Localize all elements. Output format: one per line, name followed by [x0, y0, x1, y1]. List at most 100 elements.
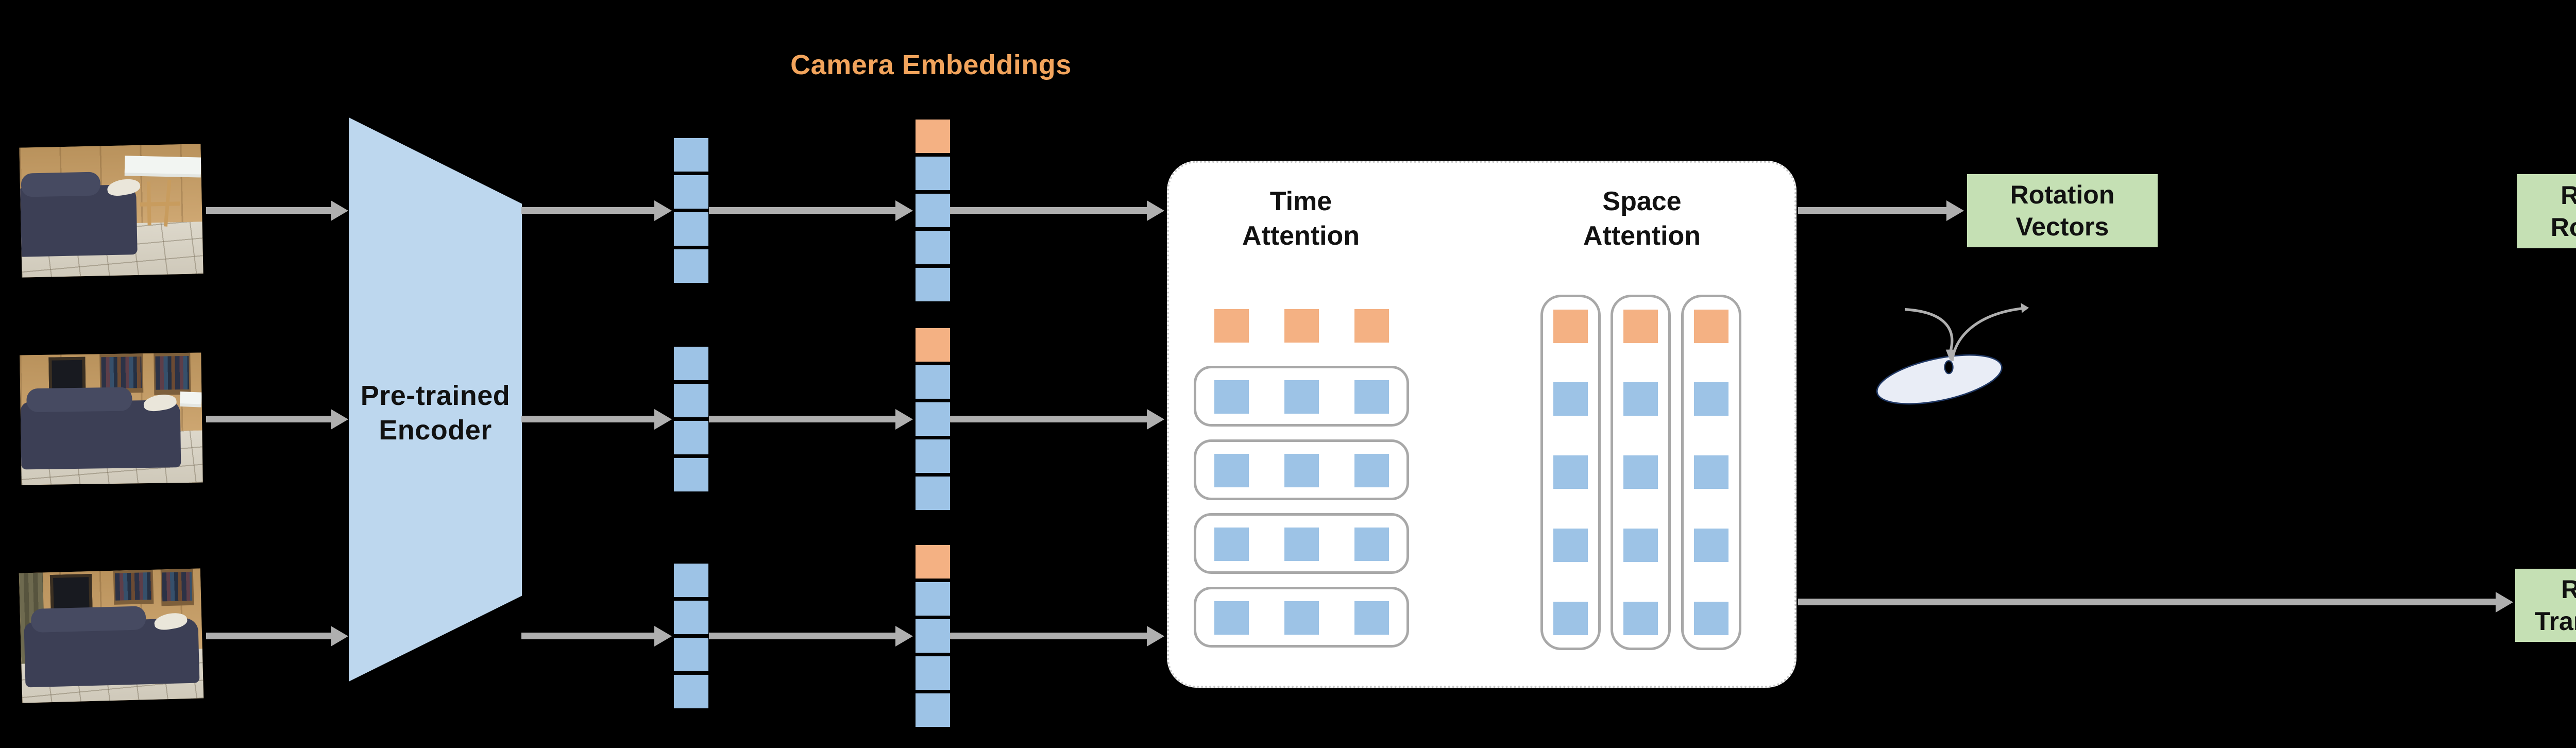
token-square-col1	[674, 138, 708, 172]
photo1-stool-rung	[140, 201, 180, 207]
photo2-couch-cushion	[26, 387, 132, 413]
photo1-counter	[124, 155, 201, 174]
token-square-col3	[674, 675, 708, 708]
photo3-bookshelf	[113, 569, 154, 605]
arrow-tokens-to-camera-embed-2	[709, 416, 896, 422]
space-attn-token-c3	[1694, 382, 1728, 416]
time-attn-token-r4	[1354, 601, 1389, 635]
space-attn-token-c1	[1553, 455, 1588, 489]
space-attention-column-2	[1611, 295, 1671, 650]
arrow-rotation-vectors-to-manifold	[1905, 308, 1954, 351]
input-photo-1	[19, 144, 204, 278]
space-attention-heading: Space Attention	[1583, 186, 1701, 251]
time-attn-token-r2	[1284, 454, 1319, 487]
token-square-col3	[674, 564, 708, 597]
photo2-books-2	[155, 356, 190, 390]
arrow-encoder-to-tokens-1	[521, 207, 655, 214]
arrow-photo2-to-encoder	[206, 416, 332, 422]
token-square-col3	[674, 601, 708, 634]
time-attn-token-r1	[1284, 380, 1319, 414]
time-attn-token-r2	[1214, 454, 1249, 487]
token-square-col2	[674, 384, 708, 417]
time-attn-token-r1	[1214, 380, 1249, 414]
manifold-point-dot	[1944, 360, 1954, 375]
camera-embed-square-col3	[916, 582, 950, 616]
time-attn-token-r2	[1354, 454, 1389, 487]
arrow-encoder-to-tokens-2	[521, 416, 655, 422]
arrowhead-right-icon	[2021, 303, 2029, 313]
time-attn-token-r3	[1354, 528, 1389, 561]
camera-embed-square-col1	[916, 268, 950, 301]
space-attn-token-c3	[1694, 529, 1728, 562]
time-attention-heading: Time Attention	[1242, 186, 1360, 251]
camera-embed-square-col3	[916, 656, 950, 690]
token-square-col2	[674, 421, 708, 454]
input-photo-3	[19, 568, 204, 703]
time-attn-token-r3	[1214, 528, 1249, 561]
arrow-photo1-to-encoder	[206, 207, 332, 214]
arrow-tokens-to-camera-embed-3	[709, 633, 896, 639]
camera-embed-square-col1	[916, 157, 950, 190]
token-square-col2	[674, 347, 708, 380]
rotation-manifold-figure	[1876, 303, 2029, 405]
token-square-col2	[674, 458, 708, 491]
photo3-couch-cushion	[30, 606, 146, 633]
time-attn-camera-token	[1214, 309, 1249, 343]
time-attn-camera-token	[1284, 309, 1319, 343]
arrow-manifold-to-relative-rotations	[1951, 307, 2025, 362]
rotation-vectors-label: Rotation Vectors	[2010, 180, 2115, 241]
camera-embed-square-col3	[916, 545, 950, 579]
relative-rotations-label: Relative Rotations	[2550, 181, 2576, 242]
camera-embed-square-col1	[916, 194, 950, 227]
photo2-counter-edge	[179, 391, 202, 404]
space-attn-token-c1	[1553, 529, 1588, 562]
time-attn-token-r4	[1214, 601, 1249, 635]
space-attn-token-c1	[1553, 602, 1588, 635]
arrow-attention-to-rotation-vectors	[1798, 207, 1947, 214]
photo1-couch-cushion	[21, 172, 100, 197]
rotation-vectors-box: Rotation Vectors	[1967, 174, 2158, 247]
time-attn-token-r4	[1284, 601, 1319, 635]
arrow-tokens-to-camera-embed-1	[709, 207, 896, 214]
relative-rotations-box: Relative Rotations	[2517, 174, 2576, 248]
photo3-books-2	[161, 571, 193, 602]
photo2-bookshelf-2	[154, 352, 191, 395]
arrow-camera-embed-to-attention-3	[950, 633, 1148, 639]
token-square-col3	[674, 638, 708, 671]
camera-embed-square-col2	[916, 365, 950, 399]
photo2-books	[101, 356, 142, 388]
arrow-camera-embed-to-attention-2	[950, 416, 1148, 422]
camera-embed-square-col2	[916, 477, 950, 510]
camera-embed-square-col3	[916, 693, 950, 727]
input-photo-2	[20, 352, 203, 485]
token-square-col1	[674, 249, 708, 283]
relative-translations-label: Relative Translations	[2534, 575, 2576, 636]
arrow-photo3-to-encoder	[206, 633, 332, 639]
token-square-col1	[674, 212, 708, 246]
space-attn-token-c1	[1553, 382, 1588, 416]
space-attn-token-c1	[1553, 310, 1588, 343]
arrow-attention-to-relative-translations	[1798, 599, 2497, 605]
time-attn-token-r3	[1284, 528, 1319, 561]
photo3-bookshelf-2	[160, 568, 194, 606]
space-attn-token-c2	[1623, 529, 1658, 562]
arrow-encoder-to-tokens-3	[521, 633, 655, 639]
time-attn-camera-token	[1354, 309, 1389, 343]
arrow-camera-embed-to-attention-1	[950, 207, 1148, 214]
space-attn-token-c2	[1623, 602, 1658, 635]
time-attn-token-r1	[1354, 380, 1389, 414]
camera-embed-square-col1	[916, 120, 950, 153]
space-attn-token-c2	[1623, 455, 1658, 489]
pretrained-encoder-block	[349, 117, 522, 682]
camera-embed-square-col2	[916, 402, 950, 436]
camera-embed-square-col2	[916, 439, 950, 473]
camera-embed-square-col1	[916, 231, 950, 264]
token-square-col1	[674, 175, 708, 209]
space-attn-token-c2	[1623, 382, 1658, 416]
pretrained-encoder-label: Pre-trained Encoder	[360, 380, 511, 446]
space-attn-token-c3	[1694, 602, 1728, 635]
photo3-books	[114, 572, 152, 601]
relative-translations-box: Relative Translations	[2515, 569, 2576, 642]
camera-embed-square-col3	[916, 619, 950, 653]
